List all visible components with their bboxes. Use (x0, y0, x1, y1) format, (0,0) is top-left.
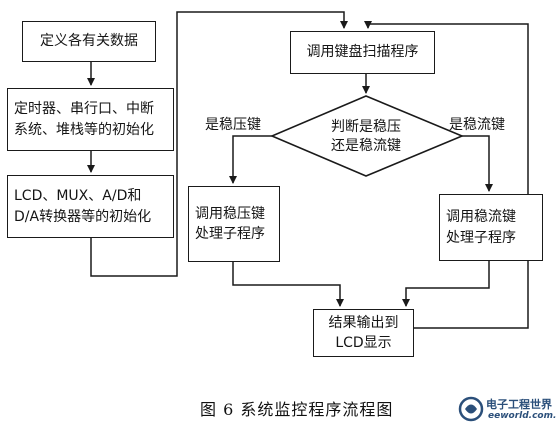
voltage-sub-box: 调用稳压键 处理子程序 (188, 186, 280, 262)
eeworld-logo-icon (458, 396, 484, 422)
voltage-sub-line-2: 处理子程序 (195, 226, 265, 242)
scan-keyboard-text: 调用键盘扫描程序 (306, 44, 419, 61)
figure-caption: 图 6 系统监控程序流程图 (200, 400, 394, 419)
output-lcd-box: 结果输出到 LCD显示 (313, 309, 414, 357)
init-devices-line-2: D/A转换器等的初始化 (14, 208, 152, 225)
arrow-loop-back (364, 21, 529, 329)
init-timers-line-1: 定时器、串行口、中断 (14, 101, 154, 118)
output-lcd-line-2: LCD显示 (335, 335, 392, 351)
voltage-sub-line-1: 调用稳压键 (195, 205, 265, 222)
branch-label-voltage: 是稳压键 (205, 117, 261, 133)
init-devices-box: LCD、MUX、A/D和 D/A转换器等的初始化 (7, 175, 174, 238)
define-data-box: 定义各有关数据 (22, 21, 156, 62)
decision-text: 判断是稳压 还是稳流键 (306, 118, 426, 156)
init-devices-line-1: LCD、MUX、A/D和 (14, 188, 142, 205)
current-sub-box: 调用稳流键 处理子程序 (439, 194, 543, 261)
branch-label-current: 是稳流键 (449, 117, 505, 133)
watermark-title: 电子工程世界 (486, 398, 552, 411)
current-sub-line-1: 调用稳流键 (446, 209, 516, 226)
decision-diamond (269, 95, 465, 177)
arrow-current-to-output (402, 261, 490, 307)
connector-left-to-right (90, 11, 348, 277)
watermark-subtitle: eeworld.com.cn (488, 411, 556, 421)
define-data-text: 定义各有关数据 (40, 33, 138, 50)
decision-line-1: 判断是稳压 (331, 119, 401, 135)
arrow-decision-to-voltage (229, 135, 272, 184)
arrow-decision-to-current (462, 135, 493, 192)
eeworld-watermark: 电子工程世界 eeworld.com.cn (458, 394, 556, 428)
current-sub-line-2: 处理子程序 (446, 229, 516, 246)
arrow-voltage-to-output (232, 262, 344, 307)
output-lcd-line-1: 结果输出到 (328, 314, 399, 331)
scan-keyboard-box: 调用键盘扫描程序 (290, 31, 435, 74)
init-timers-box: 定时器、串行口、中断 系统、堆栈等的初始化 (7, 88, 174, 151)
init-timers-line-2: 系统、堆栈等的初始化 (14, 121, 154, 138)
decision-line-2: 还是稳流键 (331, 137, 401, 154)
